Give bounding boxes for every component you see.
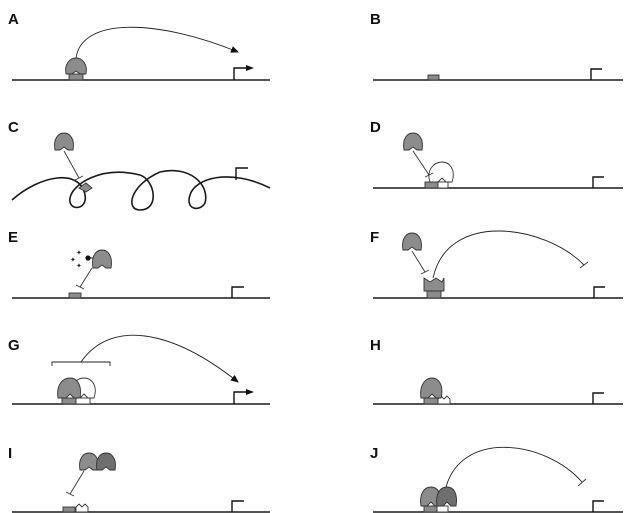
binding-site-2 [75, 503, 89, 513]
repression-arc [432, 230, 585, 279]
binding-site-2 [75, 397, 91, 405]
activator-protein [420, 377, 443, 399]
inhibitor-protein [436, 486, 457, 507]
panel-label: C [8, 119, 19, 136]
looped-dna [11, 169, 271, 211]
activator-protein [65, 57, 87, 75]
binding-site [68, 73, 84, 81]
sparkle-icon: ✦ [76, 249, 82, 257]
panel-label: G [8, 337, 20, 354]
panel-label: E [8, 229, 18, 246]
promoter [590, 68, 602, 80]
activator-protein [79, 452, 99, 471]
promoter [592, 176, 604, 188]
panel-label: J [370, 445, 378, 462]
inhibition-line [412, 150, 430, 176]
bound-repressor [423, 277, 445, 292]
binding-site [78, 182, 93, 193]
panel-label: I [8, 445, 12, 462]
binding-site-1 [424, 181, 439, 189]
binding-site-1 [423, 505, 438, 513]
repression-arc [445, 446, 583, 488]
activation-arrow [80, 334, 239, 383]
binding-site-2 [436, 505, 449, 513]
inhibitor-protein [96, 452, 116, 471]
panel-label: A [8, 11, 19, 28]
inhibition-bar [65, 491, 75, 497]
inhibition-line [63, 150, 80, 179]
inhibition-bar [424, 172, 434, 178]
panel-c: C [8, 119, 271, 211]
panel-label: D [370, 119, 381, 136]
panel-label: B [370, 11, 381, 28]
coactivator-protein [428, 161, 454, 183]
promoter [233, 391, 248, 404]
binding-site-1 [62, 506, 76, 513]
binding-site-2 [437, 181, 449, 189]
binding-site [426, 290, 442, 299]
corepressor-protein [402, 232, 422, 251]
panel-g: G [8, 334, 270, 405]
panel-e: E ✦ ✦ ✦ [8, 229, 270, 299]
promoter [233, 67, 248, 80]
activation-arrow [75, 26, 239, 59]
panel-a: A [8, 11, 270, 81]
promoter [593, 286, 605, 298]
promoter [592, 500, 604, 512]
inhibition-bar [74, 175, 84, 181]
inhibition-line [79, 267, 93, 288]
inhibition-line [411, 250, 426, 273]
binding-site [68, 292, 82, 299]
promoter [235, 167, 248, 180]
panel-label: H [370, 337, 381, 354]
panel-j: J [370, 445, 623, 513]
inhibition-line [69, 470, 85, 495]
transcription-arrow-icon [246, 389, 254, 395]
panel-i: I [8, 445, 270, 513]
repression-bar [577, 478, 587, 487]
promoter [231, 286, 244, 298]
sparkle-icon: ✦ [76, 262, 82, 270]
inhibition-bar [75, 284, 85, 290]
promoter [231, 500, 244, 512]
binding-site-1 [423, 397, 439, 405]
activator-protein [57, 377, 81, 399]
panel-b: B [370, 11, 623, 81]
panel-f: F [370, 229, 623, 299]
panel-h: H [370, 337, 623, 405]
repressor-protein [403, 132, 423, 151]
promoter [592, 392, 604, 404]
binding-site-1 [61, 397, 77, 405]
complex-bracket [51, 361, 111, 366]
repression-bar [579, 261, 589, 269]
panel-d: D [370, 119, 623, 189]
repressor-protein [54, 132, 74, 151]
binding-site [427, 74, 440, 81]
transcription-arrow-icon [246, 65, 254, 71]
sparkle-icon: ✦ [70, 256, 76, 264]
panel-label: F [370, 229, 379, 246]
activator-protein [92, 249, 112, 269]
inhibition-bar [420, 269, 430, 275]
